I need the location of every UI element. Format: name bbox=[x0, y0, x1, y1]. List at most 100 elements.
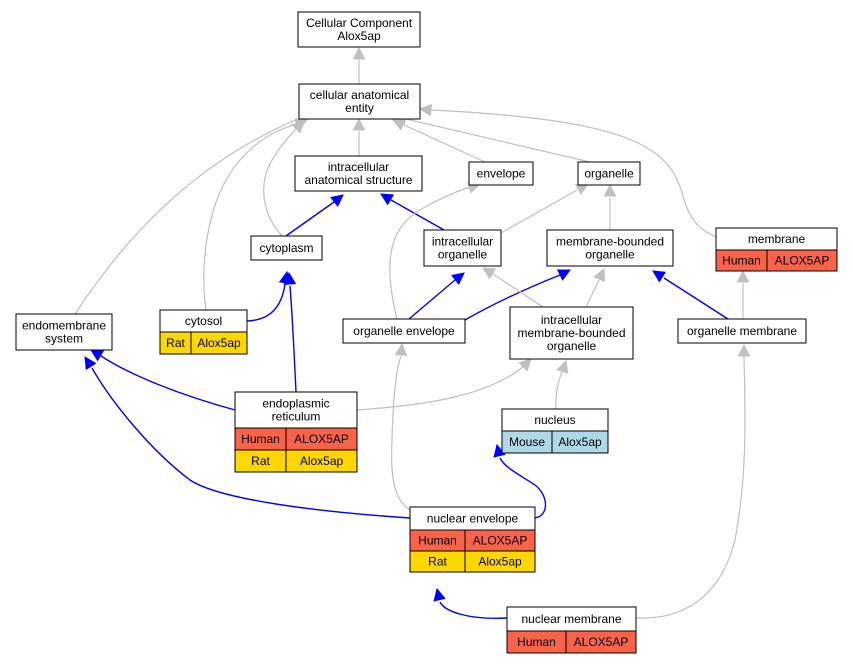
node-label-line: organelle bbox=[585, 248, 635, 262]
gene-label: Alox5ap bbox=[558, 435, 602, 449]
node-label-box bbox=[342, 318, 466, 344]
edge-nm-to-om bbox=[635, 343, 751, 619]
species-label: Rat bbox=[166, 336, 185, 350]
is-a-edge-line bbox=[555, 369, 564, 410]
part-of-edge-line bbox=[408, 279, 456, 320]
part-of-arrowhead bbox=[433, 587, 446, 602]
species-label: Rat bbox=[428, 555, 447, 569]
is-a-edge-line bbox=[389, 186, 471, 320]
part-of-arrowhead bbox=[380, 193, 395, 206]
node-om[interactable]: organelle membrane bbox=[677, 318, 807, 344]
edge-cae-to-root bbox=[352, 46, 366, 84]
is-a-edge-line bbox=[356, 364, 526, 411]
node-label-line: system bbox=[45, 332, 83, 346]
edge-es-to-cae bbox=[74, 112, 313, 315]
node-label-line: intracellular bbox=[328, 160, 389, 174]
edge-er-to-cytoplasm bbox=[283, 271, 297, 393]
node-oe[interactable]: organelle envelope bbox=[342, 318, 466, 344]
species-label: Human bbox=[241, 432, 280, 446]
node-label-box bbox=[15, 313, 113, 351]
part-of-edge-line bbox=[100, 355, 236, 411]
edge-ne-to-oe bbox=[390, 342, 411, 511]
node-label-line: cytosol bbox=[185, 314, 222, 328]
edge-cytosol-to-cae bbox=[203, 118, 309, 311]
part-of-edge-line bbox=[246, 283, 286, 322]
node-organelle[interactable]: organelle bbox=[577, 161, 641, 186]
node-envelope[interactable]: envelope bbox=[468, 161, 534, 186]
edge-nm-to-ne bbox=[433, 587, 508, 620]
edge-er-to-imbo bbox=[356, 358, 532, 411]
is-a-edge-line bbox=[500, 189, 578, 234]
is-a-edge-line bbox=[429, 109, 717, 238]
edge-cytosol-to-cytoplasm bbox=[246, 270, 292, 322]
is-a-arrowhead bbox=[737, 343, 751, 357]
node-label-box bbox=[468, 161, 534, 186]
part-of-arrowhead bbox=[90, 349, 105, 362]
node-label-box bbox=[298, 83, 421, 120]
node-label-line: endoplasmic bbox=[262, 397, 329, 411]
part-of-arrowhead bbox=[84, 356, 97, 371]
is-a-arrowhead bbox=[593, 267, 605, 283]
edge-ias-to-cae bbox=[352, 117, 366, 156]
node-label-line: endomembrane bbox=[22, 319, 106, 333]
is-a-arrowhead bbox=[352, 117, 366, 131]
gene-cell bbox=[285, 449, 358, 473]
part-of-arrowhead bbox=[451, 272, 465, 286]
species-label: Human bbox=[722, 254, 761, 268]
is-a-arrowhead bbox=[518, 358, 532, 372]
edge-oe-to-mbo bbox=[464, 269, 572, 321]
node-label-box bbox=[234, 391, 358, 429]
node-label-line: nuclear envelope bbox=[427, 512, 519, 526]
gene-label: ALOX5AP bbox=[473, 534, 528, 548]
node-label-line: organelle bbox=[438, 248, 488, 262]
part-of-edge-line bbox=[390, 199, 445, 231]
is-a-edge-line bbox=[635, 355, 746, 619]
gene-label: ALOX5AP bbox=[775, 254, 830, 268]
edge-mbo-to-organelle bbox=[603, 183, 617, 230]
part-of-arrowhead bbox=[493, 443, 506, 458]
edges-layer bbox=[74, 46, 751, 620]
gene-cell bbox=[464, 550, 536, 573]
part-of-edge-line bbox=[439, 601, 508, 620]
edge-cytoplasm-to-ias bbox=[285, 194, 344, 237]
node-label-box bbox=[677, 318, 807, 344]
node-label-box bbox=[509, 306, 634, 360]
is-a-arrowhead bbox=[293, 118, 309, 131]
node-label-line: organelle envelope bbox=[353, 324, 455, 338]
node-label-line: envelope bbox=[477, 167, 526, 181]
species-label: Mouse bbox=[509, 435, 545, 449]
is-a-edge-line bbox=[74, 117, 301, 315]
is-a-arrowhead bbox=[603, 183, 617, 197]
species-label: Human bbox=[517, 635, 556, 649]
node-label-box bbox=[250, 235, 323, 261]
part-of-arrowhead bbox=[652, 270, 667, 283]
edge-io-to-organelle bbox=[500, 183, 589, 234]
gene-cell bbox=[551, 430, 609, 454]
node-cytoplasm[interactable]: cytoplasm bbox=[250, 235, 323, 261]
part-of-arrowhead bbox=[556, 269, 572, 281]
node-label-line: Cellular Component bbox=[306, 16, 413, 30]
edge-organelle-to-cae bbox=[393, 112, 591, 163]
gene-label: Alox5ap bbox=[478, 555, 522, 569]
edge-om-to-membrane bbox=[736, 269, 750, 319]
species-label: Rat bbox=[251, 454, 270, 468]
node-label-line: intracellular bbox=[541, 313, 602, 327]
is-a-arrowhead bbox=[394, 342, 408, 356]
gene-cell bbox=[565, 630, 637, 654]
node-label-line: cellular anatomical bbox=[310, 88, 409, 102]
node-label-line: reticulum bbox=[272, 410, 321, 424]
gene-cell bbox=[766, 249, 838, 272]
